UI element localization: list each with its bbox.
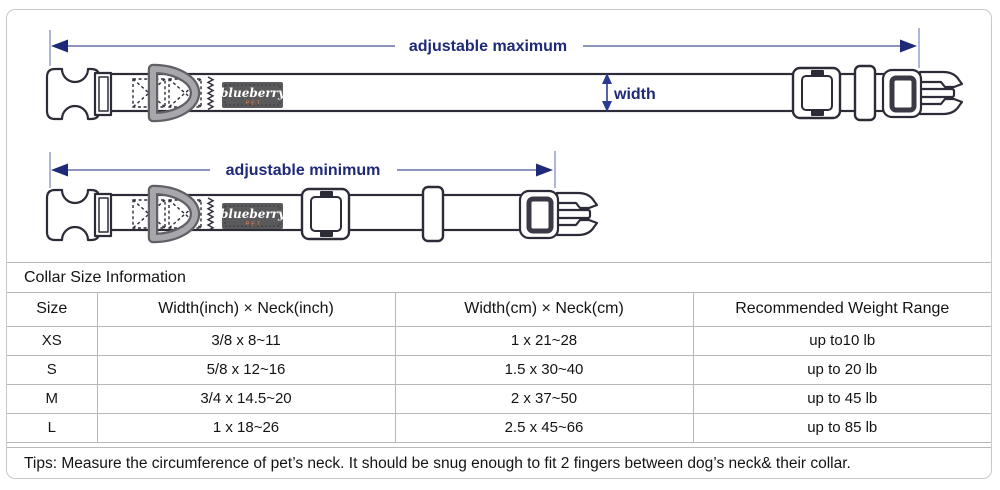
collar-min-diagram: adjustable minimum blueberry PET	[45, 151, 599, 244]
cell-inch: 3/4 x 14.5~20	[97, 384, 396, 414]
buckle	[45, 67, 113, 121]
brand-sub: PET	[246, 101, 263, 107]
min-label: adjustable minimum	[226, 162, 381, 179]
header-size: Size	[7, 293, 98, 327]
cell-cm: 2 x 37~50	[395, 384, 694, 414]
bartack-stitch-icon	[206, 76, 215, 111]
right-arrowhead	[900, 39, 917, 53]
max-measurement-arrow: adjustable maximum	[51, 38, 917, 55]
cell-size: L	[7, 413, 98, 443]
cell-weight: up to 45 lb	[693, 384, 991, 414]
cell-size: S	[7, 355, 98, 385]
collar-max-diagram: adjustable maximum	[45, 28, 964, 123]
brand-label: blueberry PET	[220, 82, 286, 108]
min-measurement-arrow: adjustable minimum	[51, 162, 553, 179]
clip-window	[526, 196, 554, 234]
table-row: L 1 x 18~26 2.5 x 45~66 up to 85 lb	[7, 413, 991, 443]
clip-prong-top	[555, 191, 599, 210]
cell-size: M	[7, 384, 98, 414]
clip-prong-middle	[555, 208, 592, 220]
keeper-loop	[421, 185, 445, 243]
width-label: width	[613, 86, 656, 103]
brand-label: blueberry PET	[220, 203, 286, 229]
tips-text: Tips: Measure the circumference of pet’s…	[7, 447, 991, 478]
tri-glide-slider	[791, 66, 842, 120]
cell-inch: 3/8 x 8~11	[97, 326, 396, 356]
table-row: S 5/8 x 12~16 1.5 x 30~40 up to 20 lb	[7, 355, 991, 385]
clip-prong-bottom	[918, 97, 964, 116]
cell-inch: 1 x 18~26	[97, 413, 396, 443]
cell-cm: 1 x 21~28	[395, 326, 694, 356]
stitch-box	[132, 78, 166, 108]
brand-name: blueberry	[220, 207, 286, 221]
max-label: adjustable maximum	[409, 38, 567, 55]
page-frame: adjustable maximum	[6, 9, 992, 479]
header-inch: Width(inch) × Neck(inch)	[97, 293, 396, 327]
d-ring	[147, 184, 201, 244]
table-row: M 3/4 x 14.5~20 2 x 37~50 up to 45 lb	[7, 384, 991, 414]
width-annotation: width	[602, 73, 656, 112]
collar-size-table: Size Width(inch) × Neck(inch) Width(cm) …	[7, 293, 991, 443]
side-release-clip	[518, 189, 599, 240]
cell-weight: up to10 lb	[693, 326, 991, 356]
side-release-clip	[881, 68, 964, 119]
table-header-row: Size Width(inch) × Neck(inch) Width(cm) …	[7, 293, 991, 327]
left-arrowhead	[51, 163, 68, 177]
bartack-stitch-icon	[206, 197, 215, 232]
header-cm: Width(cm) × Neck(cm)	[395, 293, 694, 327]
cell-weight: up to 85 lb	[693, 413, 991, 443]
cell-size: XS	[7, 326, 98, 356]
cell-weight: up to 20 lb	[693, 355, 991, 385]
clip-window	[889, 75, 917, 113]
table-row: XS 3/8 x 8~11 1 x 21~28 up to10 lb	[7, 326, 991, 356]
right-arrowhead	[536, 163, 553, 177]
clip-prong-bottom	[555, 218, 599, 237]
cell-inch: 5/8 x 12~16	[97, 355, 396, 385]
stitch-box	[132, 199, 166, 229]
d-ring	[147, 63, 201, 123]
clip-prong-middle	[918, 87, 956, 99]
brand-name: blueberry	[220, 86, 286, 100]
table-title: Collar Size Information	[7, 262, 991, 293]
collar-diagrams: adjustable maximum	[45, 28, 964, 244]
clip-prong-top	[918, 70, 964, 89]
keeper-loop	[853, 64, 877, 122]
tri-glide-slider	[300, 187, 351, 241]
header-weight: Recommended Weight Range	[693, 293, 991, 327]
left-arrowhead	[51, 39, 68, 53]
buckle	[45, 188, 113, 242]
cell-cm: 1.5 x 30~40	[395, 355, 694, 385]
brand-sub: PET	[246, 222, 263, 228]
cell-cm: 2.5 x 45~66	[395, 413, 694, 443]
